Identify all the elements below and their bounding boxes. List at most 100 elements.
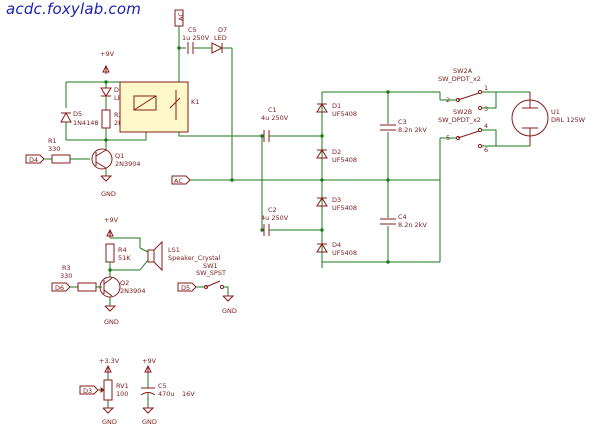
svg-text:Speaker_Crystal: Speaker_Crystal (168, 254, 221, 262)
svg-text:GND: GND (142, 418, 157, 426)
relay-driver-section: +9V D5 1N4148 D6 LED R2 2K (25, 50, 199, 198)
speaker-ls1: LS1 Speaker_Crystal (139, 240, 221, 272)
power-33v-symbol: +3.3V (99, 357, 120, 374)
svg-text:GND: GND (102, 418, 117, 426)
power-section: +3.3V D3 RV1 100 GND +9V (79, 357, 195, 426)
svg-text:R3: R3 (62, 264, 71, 272)
svg-text:D7: D7 (218, 26, 227, 34)
diode-d4: D4 UF5408 (316, 241, 357, 257)
capacitor-c1: C1 4u 250V (261, 106, 322, 142)
resistor-r4: R4 51K (105, 243, 131, 263)
svg-text:100: 100 (116, 390, 128, 398)
svg-text:330: 330 (60, 272, 72, 280)
svg-text:330: 330 (48, 145, 60, 153)
svg-text:D2: D2 (332, 148, 341, 156)
svg-text:K1: K1 (191, 98, 199, 106)
svg-text:GND: GND (101, 190, 116, 198)
gnd-symbol-sw1: GND (222, 295, 237, 315)
svg-text:RV1: RV1 (116, 382, 129, 390)
gnd-symbol-q1: GND (100, 175, 116, 198)
svg-text:51K: 51K (118, 254, 131, 262)
ac-indicator-section: AC C5 1u 250V D7 LED (174, 9, 234, 182)
svg-text:R4: R4 (118, 246, 127, 254)
svg-text:LS1: LS1 (168, 246, 180, 254)
svg-text:Q2: Q2 (120, 279, 129, 287)
svg-text:C5: C5 (158, 382, 167, 390)
svg-text:1u 250V: 1u 250V (182, 34, 210, 42)
svg-text:UF5408: UF5408 (332, 249, 357, 257)
potentiometer-rv1: RV1 100 (98, 374, 129, 408)
svg-text:D6: D6 (114, 86, 123, 94)
power-9v-symbol: +9V (100, 50, 115, 74)
svg-text:D6: D6 (55, 284, 64, 292)
svg-text:D3: D3 (83, 387, 92, 395)
diode-d2: D2 UF5408 (316, 148, 357, 164)
resistor-r3: R3 330 (60, 264, 102, 292)
svg-text:16V: 16V (182, 390, 195, 398)
svg-text:470u: 470u (158, 390, 175, 398)
svg-text:U1: U1 (551, 108, 560, 116)
capacitor-c5-ac: C5 1u 250V (182, 26, 212, 54)
svg-text:4u 250V: 4u 250V (261, 114, 289, 122)
svg-text:+9V: +9V (104, 216, 119, 224)
gnd-symbol-q2: GND (104, 305, 119, 326)
svg-text:SW_DPDT_x2: SW_DPDT_x2 (438, 116, 481, 124)
transistor-q2: Q2 2N3904 (99, 270, 146, 306)
lamp-u1: U1 DRL 125W (511, 92, 586, 146)
port-d6: D6 (51, 282, 71, 292)
svg-text:SW2B: SW2B (453, 108, 472, 116)
svg-text:D5: D5 (181, 284, 190, 292)
svg-text:C5: C5 (188, 26, 197, 34)
svg-text:8.2n 2kV: 8.2n 2kV (398, 221, 427, 229)
svg-text:2N3904: 2N3904 (120, 287, 146, 295)
svg-text:+3.3V: +3.3V (99, 357, 120, 365)
switch-lamp-section: SW2A SW_DPDT_x2 2 1 3 SW2B SW_DPDT_x2 5 … (438, 67, 586, 262)
svg-text:AC: AC (174, 177, 183, 185)
svg-text:4u 250V: 4u 250V (261, 214, 289, 222)
svg-text:UF5408: UF5408 (332, 156, 357, 164)
svg-text:GND: GND (104, 318, 119, 326)
port-d4: D4 (25, 154, 45, 164)
svg-text:R2: R2 (114, 111, 123, 119)
svg-text:4: 4 (484, 122, 488, 130)
switch-sw2b: SW2B SW_DPDT_x2 5 4 6 (438, 108, 488, 154)
svg-text:DRL 125W: DRL 125W (551, 116, 586, 124)
port-d5: D5 (177, 282, 197, 292)
power-9v-symbol-3: +9V (142, 357, 157, 374)
svg-text:SW2A: SW2A (453, 67, 473, 75)
svg-text:D5: D5 (73, 110, 82, 118)
svg-text:+9V: +9V (142, 357, 157, 365)
svg-text:GND: GND (222, 307, 237, 315)
gnd-symbol-rv1: GND (102, 407, 117, 426)
svg-text:1: 1 (484, 84, 488, 92)
capacitor-c2: C2 4u 250V (261, 206, 322, 236)
svg-text:C3: C3 (398, 118, 407, 126)
capacitor-c4: C4 8.2n 2kV (380, 213, 427, 229)
port-ac-top: AC (174, 9, 185, 27)
svg-text:+9V: +9V (100, 50, 115, 58)
transistor-q1: Q1 2N3904 (91, 140, 141, 176)
svg-text:D1: D1 (332, 102, 341, 110)
svg-text:C2: C2 (268, 206, 277, 214)
switch-sw1: SW1 SW_SPST (196, 262, 229, 296)
led-d7: D7 LED (211, 26, 232, 54)
svg-text:UF5408: UF5408 (332, 110, 357, 118)
multiplier-section: C1 4u 250V C2 4u 250V AC (171, 90, 440, 268)
svg-text:C1: C1 (268, 106, 277, 114)
svg-text:C4: C4 (398, 213, 407, 221)
svg-text:SW_DPDT_x2: SW_DPDT_x2 (438, 75, 481, 83)
switch-sw2a: SW2A SW_DPDT_x2 2 1 3 (438, 67, 488, 113)
gnd-symbol-c5: GND (142, 407, 157, 426)
svg-text:8.2n 2kV: 8.2n 2kV (398, 126, 427, 134)
svg-text:D4: D4 (29, 156, 38, 164)
site-title: acdc.foxylab.com (6, 0, 142, 18)
svg-text:2N3904: 2N3904 (115, 160, 141, 168)
port-ac-mid: AC (171, 175, 191, 185)
capacitor-c5-bulk: C5 470u 16V (140, 374, 195, 408)
svg-text:D3: D3 (332, 196, 341, 204)
capacitor-c3: C3 8.2n 2kV (380, 118, 427, 134)
diode-d5: D5 1N4148 (60, 82, 99, 140)
svg-text:Q1: Q1 (115, 152, 124, 160)
svg-text:2K: 2K (114, 119, 123, 127)
